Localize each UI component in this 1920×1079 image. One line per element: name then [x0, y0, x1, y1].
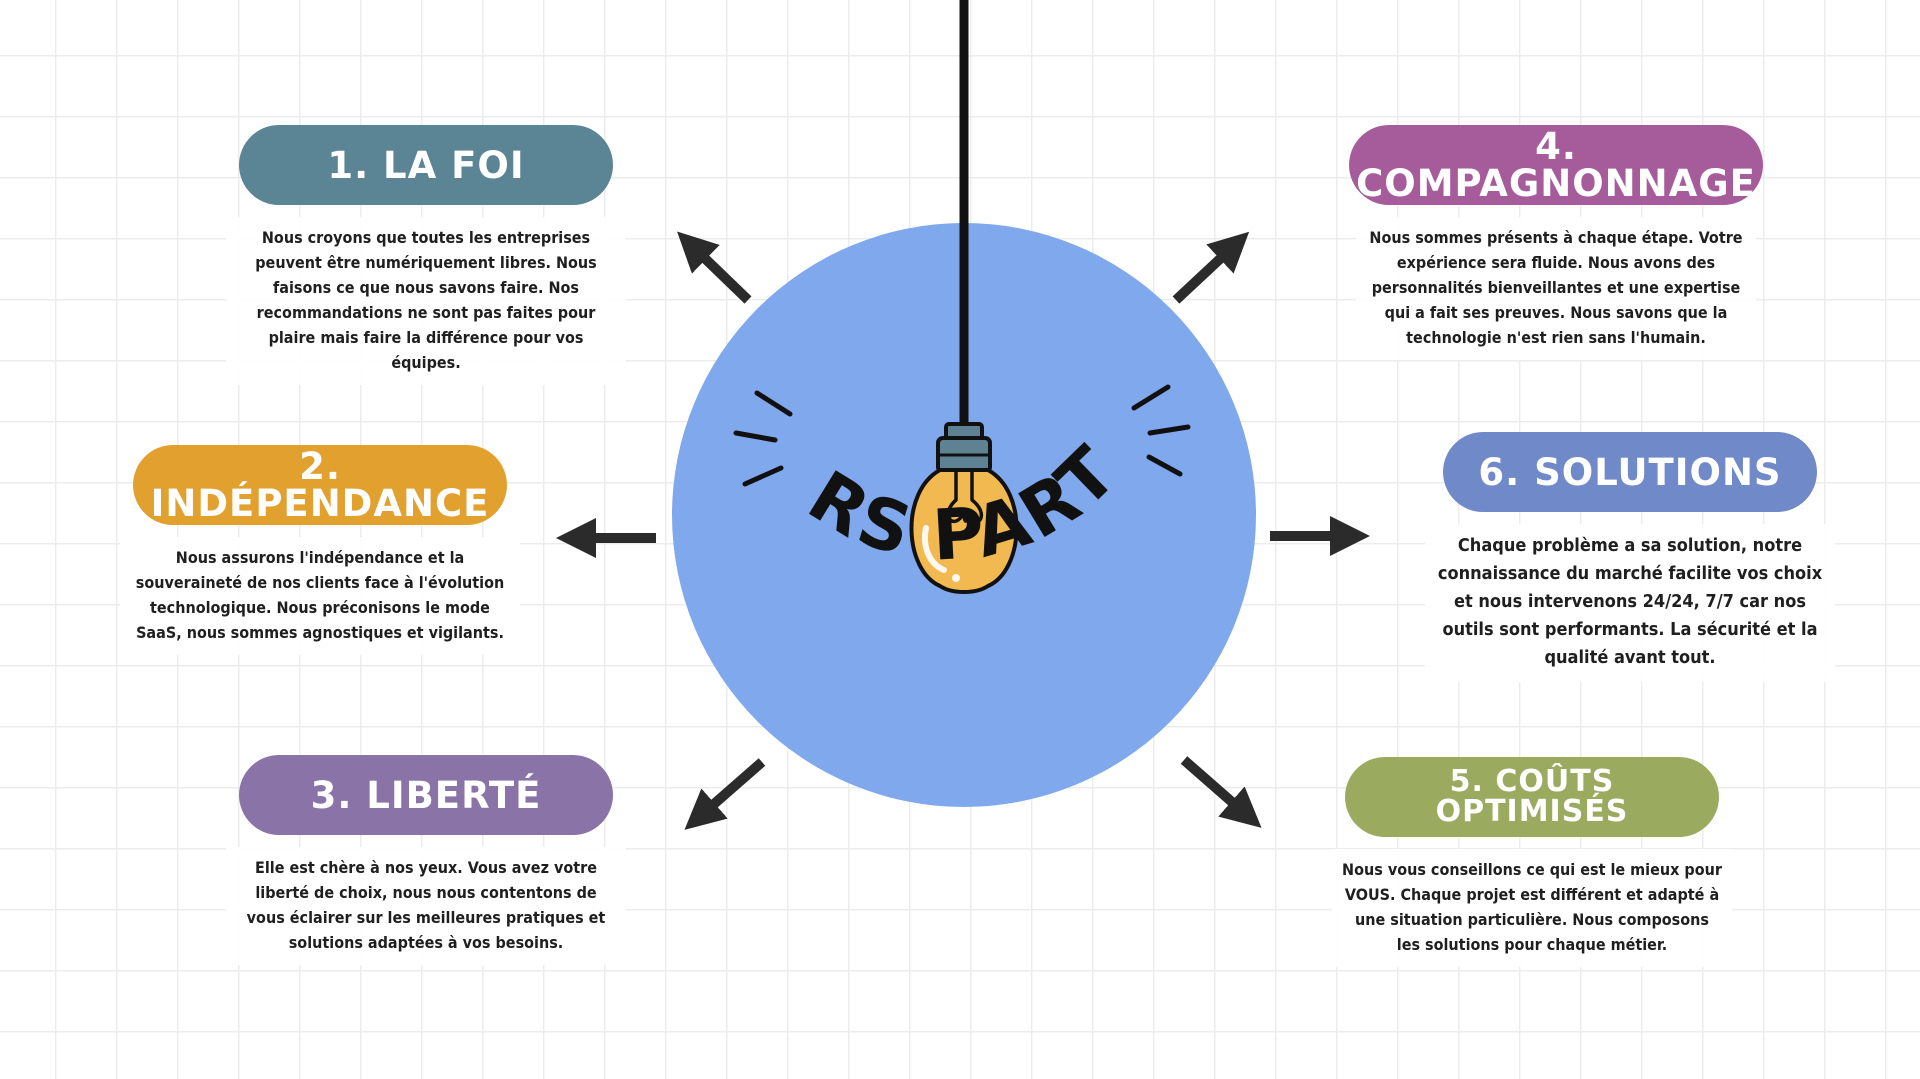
value-title-pill: 2. INDÉPENDANCE [133, 445, 507, 525]
arrows [556, 231, 1370, 830]
value-description: Nous sommes présents à chaque étape. Vot… [1356, 217, 1756, 360]
value-card-couts-optimises: 5. COÛTS OPTIMISÉS Nous vous conseillons… [1312, 757, 1752, 967]
arrow-to-liberte [684, 758, 766, 830]
value-description: Nous assurons l'indépendance et la souve… [120, 537, 520, 655]
value-title-pill: 4. COMPAGNONNAGE [1349, 125, 1763, 205]
value-title-pill: 3. LIBERTÉ [239, 755, 613, 835]
value-title: 3. LIBERTÉ [310, 773, 542, 817]
value-description: Elle est chère à nos yeux. Vous avez vot… [226, 847, 626, 965]
value-card-la-foi: 1. LA FOI Nous croyons que toutes les en… [206, 125, 646, 385]
value-title-line-2: OPTIMISÉS [1435, 794, 1629, 829]
value-card-compagnonnage: 4. COMPAGNONNAGE Nous sommes présents à … [1336, 125, 1776, 360]
light-rays-left [733, 390, 793, 487]
light-rays-right [1131, 384, 1191, 477]
arrow-to-compagnonnage [1172, 231, 1250, 304]
value-card-independance: 2. INDÉPENDANCE Nous assurons l'indépend… [100, 445, 540, 655]
value-title: 1. LA FOI [327, 143, 525, 187]
value-description: Nous vous conseillons ce qui est le mieu… [1332, 849, 1732, 967]
light-bulb-icon [909, 422, 1019, 594]
value-card-solutions: 6. SOLUTIONS Chaque problème a sa soluti… [1410, 432, 1850, 682]
value-description: Nous croyons que toutes les entreprises … [226, 217, 626, 385]
arrow-to-couts [1180, 756, 1262, 828]
value-title-pill: 5. COÛTS OPTIMISÉS [1345, 757, 1719, 837]
arrow-to-la-foi [677, 231, 752, 304]
value-title: 2. INDÉPENDANCE [150, 445, 490, 525]
value-title: 6. SOLUTIONS [1478, 450, 1782, 494]
value-title-pill: 6. SOLUTIONS [1443, 432, 1817, 512]
value-card-liberte: 3. LIBERTÉ Elle est chère à nos yeux. Vo… [206, 755, 646, 965]
value-title-line-1: 5. COÛTS [1449, 764, 1615, 799]
value-title-pill: 1. LA FOI [239, 125, 613, 205]
value-title: 4. COMPAGNONNAGE [1356, 125, 1756, 205]
value-description: Chaque problème a sa solution, notre con… [1425, 524, 1835, 682]
